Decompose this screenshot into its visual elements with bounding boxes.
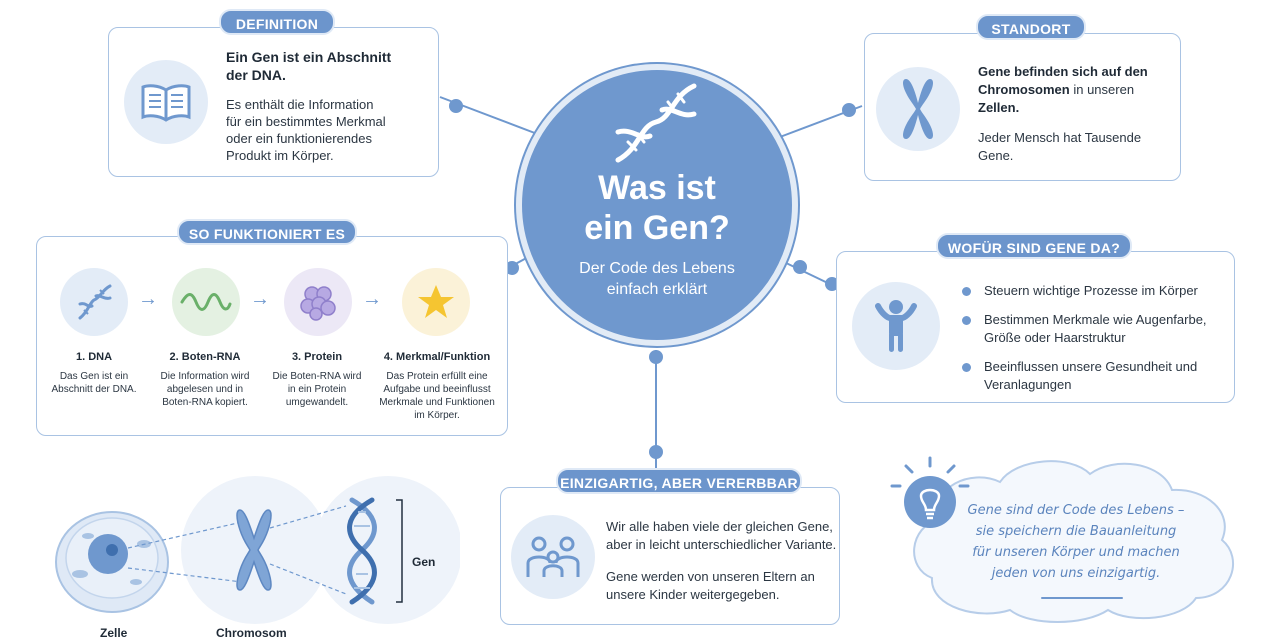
cell-chromosome-gene-illustration [55,476,460,624]
arrow-icon-1: → [138,288,158,310]
step-3-text-3: umgewandelt. [285,397,349,408]
purpose-item-1: Steuern wichtige Prozesse im Körper [984,283,1198,298]
center-title-line-1: Was ist [598,169,716,207]
definition-body-3: oder ein funktionierendes [226,131,372,146]
definition-headline-2: der DNA. [226,67,286,83]
definition-body-4: Produkt im Körper. [226,148,334,163]
quote-line-4: jeden von uns einzigartig. [991,566,1161,581]
unique-para-2-line-2: unsere Kinder weitergegeben. [606,587,780,602]
step-4-title: 4. Merkmal/Funktion [383,351,491,363]
step-2-text-3: Boten-RNA kopiert. [162,397,248,408]
standort-line-3: Zellen. [978,100,1020,115]
center-title: Was ist ein Gen? [516,168,798,248]
step-4-text-3: Merkmale und Funktionen [379,397,495,408]
dna-icon [60,268,128,336]
purpose-item-2-line-2: Größe oder Haarstruktur [984,330,1126,345]
quote-line-2: sie speichern die Bauanleitung [975,524,1177,539]
dna-helix-icon [615,83,697,163]
step-2-text-1: Die Information wird [160,371,250,382]
person-icon [852,282,940,370]
lightbulb-icon [890,456,970,528]
cell-icon [55,511,169,613]
rna-strand-icon [172,268,240,336]
step-3-title: 3. Protein [291,351,343,363]
step-2-title: 2. Boten-RNA [169,351,241,363]
chromosome-illustration-icon [236,509,272,591]
center-subtitle: Der Code des Lebens einfach erklärt [516,258,798,300]
chromosome-icon [876,67,960,151]
gene-label: Gen [412,555,436,569]
star-icon [402,268,470,336]
quote-line-1: Gene sind der Code des Lebens – [967,503,1185,518]
purpose-bullet-1 [962,287,971,296]
open-book-icon [124,60,208,144]
purpose-label: WOFÜR SIND GENE DA? [936,233,1132,259]
standort-label: STANDORT [976,14,1086,40]
definition-label: DEFINITION [219,9,335,35]
step-4-text-4: im Körper. [414,410,460,421]
standort-chromosomen: Chromosomen [978,82,1070,97]
purpose-item-3-line-2: Veranlagungen [984,377,1072,392]
standort-line-2-rest: in unseren [1069,82,1135,97]
step-1-text-1: Das Gen ist ein [59,371,129,382]
center-subtitle-line-1: Der Code des Lebens [579,260,735,277]
purpose-bullet-2 [962,316,971,325]
quote-line-3: für unseren Körper und machen [972,545,1180,560]
step-2-text-2: abgelesen und in [166,384,244,395]
step-3-text-1: Die Boten-RNA wird [272,371,362,382]
protein-cluster-icon [284,268,352,336]
quote-cloud [913,460,1234,623]
definition-body-1: Es enthält die Information [226,97,374,112]
unique-para-1-line-1: Wir alle haben viele der gleichen Gene, [606,519,833,534]
standort-extra-2: Gene. [978,148,1014,163]
definition-body-2: für ein bestimmtes Merkmal [226,114,386,129]
definition-headline-1: Ein Gen ist ein Abschnitt [226,49,392,65]
unique-para-1-line-2: aber in leicht unterschiedlicher Variant… [606,537,837,552]
step-4-text-2: Aufgabe und beeinflusst [383,384,491,395]
chromosome-label: Chromosom [216,626,287,640]
family-icon [511,515,595,599]
process-label: SO FUNKTIONIERT ES [177,219,357,245]
dna-strand-illustration-icon [347,497,377,605]
center-circle [516,64,798,346]
standort-extra-1: Jeder Mensch hat Tausende [978,130,1142,145]
center-subtitle-line-2: einfach erklärt [606,281,708,298]
arrow-icon-2: → [250,288,270,310]
unique-para-2-line-1: Gene werden von unseren Eltern an [606,569,815,584]
step-1-title: 1. DNA [75,351,113,363]
arrow-icon-3: → [362,288,382,310]
step-1-text-2: Abschnitt der DNA. [51,384,137,395]
purpose-item-2-line-1: Bestimmen Merkmale wie Augenfarbe, [984,312,1207,327]
purpose-bullet-3 [962,363,971,372]
purpose-item-3-line-1: Beeinflussen unsere Gesundheit und [984,359,1198,374]
standort-line-1: Gene befinden sich auf den [978,64,1148,79]
quote-text: Gene sind der Code des Lebens – sie spei… [958,500,1194,584]
center-title-line-2: ein Gen? [584,209,730,247]
cell-label: Zelle [100,626,128,640]
step-4-text-1: Das Protein erfüllt eine [386,371,488,382]
unique-label: EINZIGARTIG, ABER VERERBBAR [556,468,802,494]
step-3-text-2: in ein Protein [287,384,347,395]
standort-line-2: Chromosomen in unseren [978,81,1134,99]
